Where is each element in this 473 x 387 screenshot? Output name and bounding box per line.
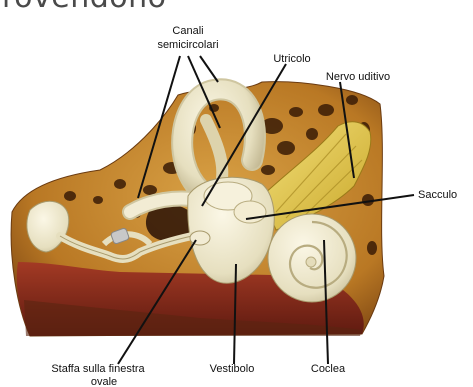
label-utricolo: Utricolo [273, 53, 310, 65]
label-canali-line1: Canali [172, 25, 203, 37]
cochlea [268, 214, 356, 302]
saccule [234, 201, 266, 223]
label-staffa-line1: Staffa sulla finestra [51, 363, 145, 375]
label-sacculo: Sacculo [418, 189, 457, 201]
label-canali-line2: semicircolari [157, 39, 218, 51]
label-coclea: Coclea [311, 363, 346, 375]
label-vestibolo: Vestibolo [210, 363, 255, 375]
label-nervo-uditivo: Nervo uditivo [326, 71, 390, 83]
label-staffa-line2: ovale [91, 376, 117, 387]
